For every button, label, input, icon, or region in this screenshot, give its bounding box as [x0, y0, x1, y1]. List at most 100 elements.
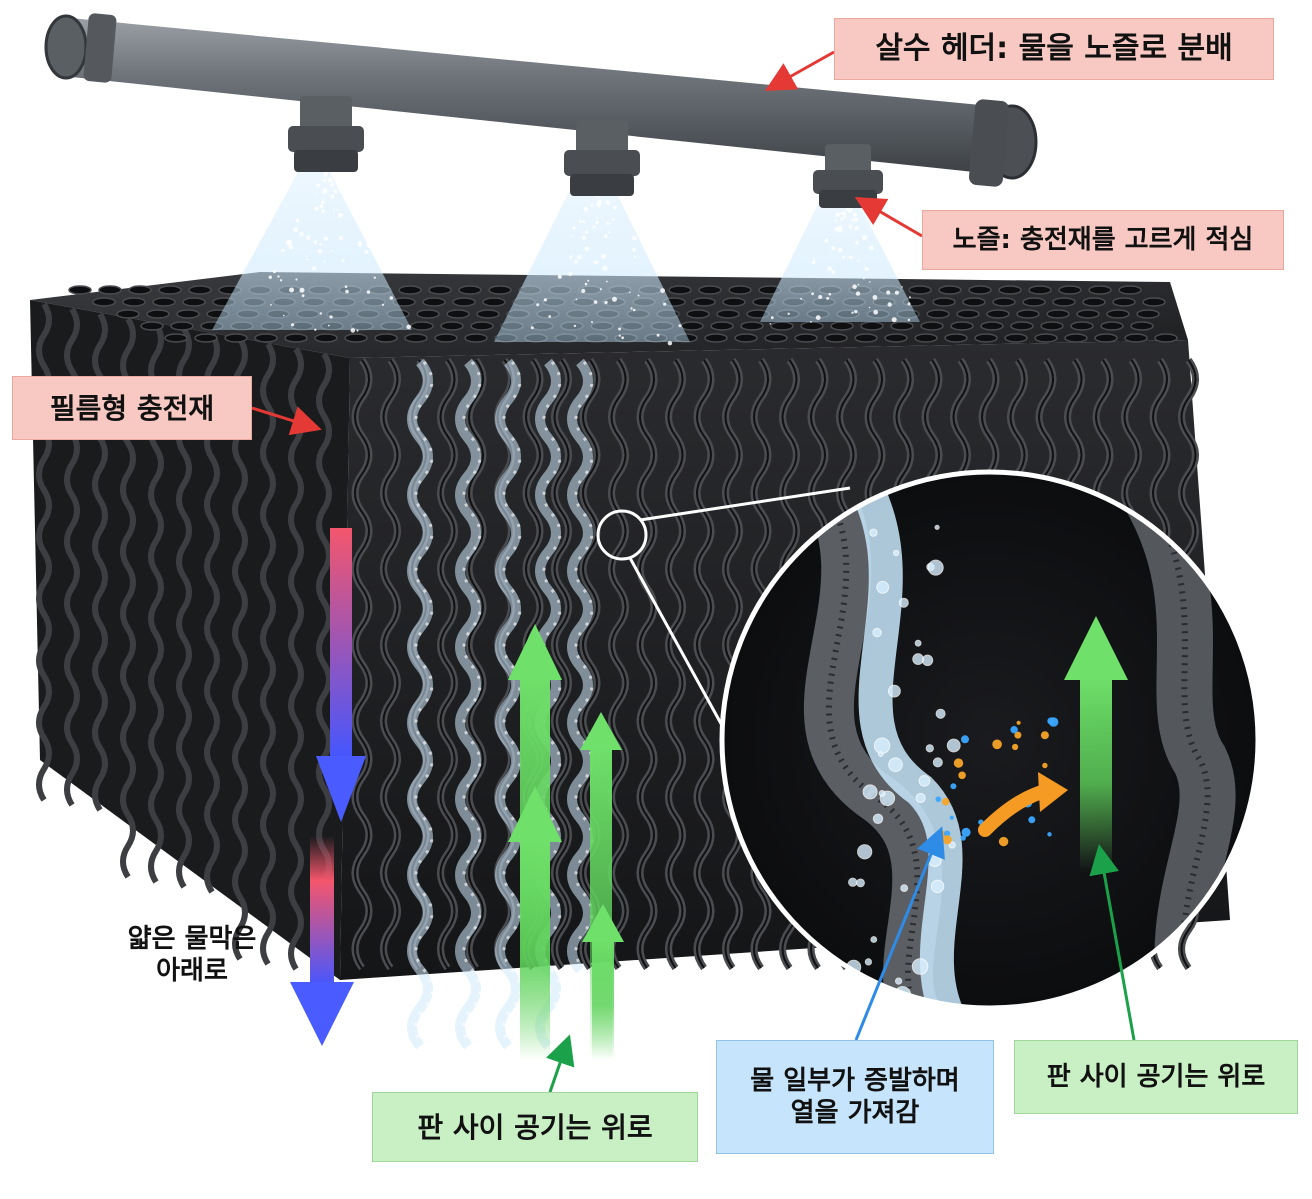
vapor-particle: [944, 830, 951, 837]
nozzle-2: [564, 120, 640, 196]
air-head-3: [580, 712, 622, 750]
air-up-arrows: [508, 624, 624, 1060]
vapor-particle: [960, 835, 966, 841]
spray-droplet: [366, 242, 372, 248]
water-sprays: [212, 171, 920, 346]
spray-droplet: [603, 234, 608, 239]
spray-droplet: [800, 297, 803, 300]
spray-droplet: [770, 316, 774, 320]
top-cell: [1064, 333, 1088, 343]
spray-droplet: [338, 213, 343, 218]
spray-droplet: [291, 323, 295, 327]
top-cell: [416, 309, 440, 319]
spray-droplet: [581, 288, 586, 293]
top-cell: [314, 333, 338, 343]
top-cell: [1094, 333, 1118, 343]
zoom-droplet: [946, 738, 961, 753]
top-cell: [830, 321, 854, 331]
top-cell: [1022, 297, 1046, 307]
spray-droplet: [366, 290, 371, 294]
spray-droplet: [855, 291, 861, 296]
spray-droplet: [543, 298, 548, 302]
front-wave-edge: [382, 359, 399, 969]
top-cell: [398, 285, 422, 295]
front-wave-edge: [468, 359, 484, 969]
spray-droplet: [618, 327, 622, 331]
spray-droplet: [301, 294, 305, 298]
spray-droplet: [854, 217, 858, 222]
spray-droplet: [632, 308, 636, 312]
vapor-particle: [953, 758, 964, 768]
top-cell: [488, 285, 512, 295]
spray-droplet: [530, 326, 534, 330]
top-cell: [254, 333, 278, 343]
spray-droplet: [847, 207, 853, 213]
spray-droplet: [601, 254, 606, 259]
top-cell: [728, 285, 752, 295]
spray-droplet: [864, 267, 869, 271]
top-cell: [1052, 297, 1076, 307]
air-head-4: [582, 904, 624, 942]
vapor-particle: [992, 739, 1002, 750]
top-cell: [698, 285, 722, 295]
vapor-particle: [1012, 743, 1019, 751]
spray-droplet: [678, 324, 682, 328]
spray-droplet: [321, 200, 325, 205]
spray-droplet: [557, 274, 562, 279]
top-cell: [1142, 297, 1166, 307]
air-head-1: [508, 624, 562, 680]
spray-droplet: [268, 275, 272, 279]
top-cell: [704, 333, 728, 343]
spray-droplet: [599, 288, 602, 291]
spray-droplet: [630, 307, 633, 310]
top-cell: [428, 285, 452, 295]
spray-droplet: [581, 235, 587, 240]
spray-droplet: [582, 220, 586, 224]
spray-droplet: [324, 171, 328, 175]
spray-droplet: [327, 177, 333, 183]
spray-droplet: [647, 273, 649, 276]
vapor-particle: [950, 783, 957, 790]
zoom-droplet: [869, 528, 878, 537]
zoom-droplet: [934, 524, 940, 530]
vapor-particle: [1047, 832, 1052, 837]
zoom-droplet: [914, 639, 922, 647]
spray-droplet: [852, 284, 857, 290]
spray-droplet: [787, 312, 790, 315]
spray-droplets: [268, 171, 911, 346]
top-cell: [128, 285, 152, 295]
top-cell: [668, 285, 692, 295]
spray-droplet: [306, 235, 311, 240]
spray-droplet: [575, 298, 578, 301]
top-cell: [176, 309, 200, 319]
zoom-droplet: [930, 879, 945, 894]
spray-droplet: [831, 270, 836, 275]
spray-droplet: [594, 260, 599, 265]
spray-droplet: [813, 257, 816, 260]
spray-droplet: [839, 212, 842, 215]
water-stream: [407, 358, 433, 1050]
zoom-air-head: [1064, 616, 1128, 680]
spray-droplet: [621, 336, 624, 340]
spray-droplet: [295, 278, 298, 281]
spray-droplet: [323, 174, 327, 178]
side-wave: [288, 347, 304, 971]
spray-droplet: [277, 275, 280, 278]
spray-droplet: [591, 321, 593, 323]
spray-droplet: [305, 255, 308, 258]
spray-droplet: [364, 249, 369, 254]
zoom-droplet: [851, 979, 867, 995]
top-cell: [1058, 285, 1082, 295]
spray-droplet: [312, 266, 317, 271]
top-cell: [440, 321, 464, 331]
top-cell: [1028, 285, 1052, 295]
top-cell: [884, 333, 908, 343]
front-wave-edge: [696, 359, 712, 969]
top-cell: [1004, 333, 1028, 343]
spray-droplet: [327, 324, 330, 327]
zoom-droplet: [915, 792, 926, 804]
top-cell: [146, 309, 170, 319]
top-cell: [1040, 321, 1064, 331]
vapor-particle: [958, 771, 966, 780]
top-cell: [956, 309, 980, 319]
